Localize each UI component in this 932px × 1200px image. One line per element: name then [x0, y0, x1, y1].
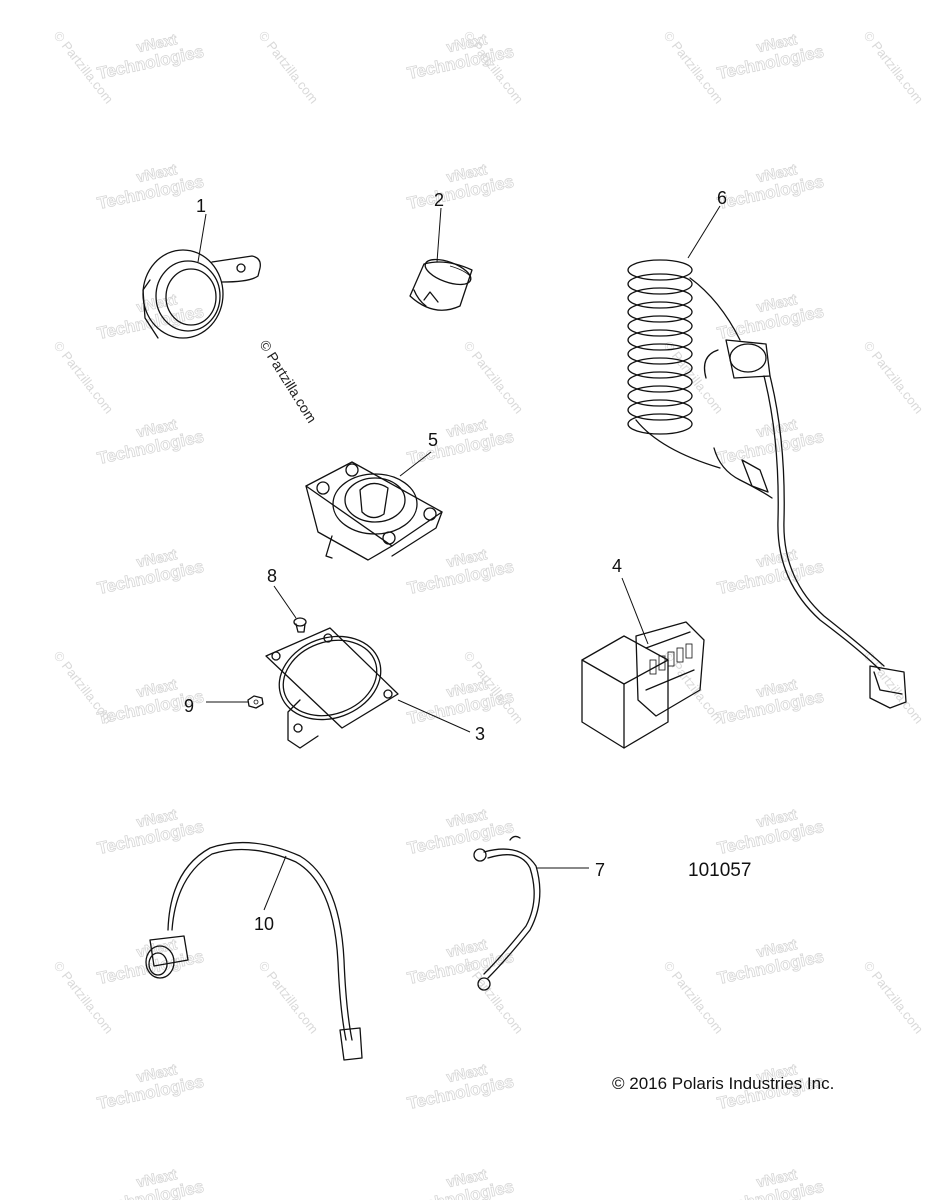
- connector-pin: [658, 655, 666, 671]
- partzilla-watermark: © Partzilla.com: [256, 28, 322, 106]
- partzilla-watermark: © Partzilla.com: [256, 958, 322, 1036]
- part-7-cable[interactable]: [473, 835, 541, 991]
- connector-pin: [685, 643, 693, 659]
- part-10-cable[interactable]: [145, 841, 363, 1061]
- callout-2: 2: [434, 190, 444, 210]
- coil-loop: [627, 287, 693, 309]
- leader-lines: [197, 205, 721, 911]
- part-3-bracket[interactable]: [265, 623, 399, 749]
- diagram-number: 101057: [688, 860, 751, 881]
- partzilla-mark: © Partzilla.com: [256, 337, 320, 425]
- callout-3: 3: [475, 724, 485, 744]
- partzilla-watermark: © Partzilla.com: [51, 338, 117, 416]
- callout-9: 9: [184, 696, 194, 716]
- callout-6: 6: [717, 188, 727, 208]
- coil-loop: [627, 329, 693, 351]
- partzilla-watermark: © Partzilla.com: [861, 28, 927, 106]
- part-9-nut[interactable]: [247, 695, 264, 709]
- partzilla-watermark: © Partzilla.com: [861, 958, 927, 1036]
- coil-loop: [627, 343, 693, 365]
- connector-pin: [649, 659, 657, 675]
- coil-loop: [627, 399, 693, 421]
- coil-loop: [627, 273, 693, 295]
- callout-5: 5: [428, 430, 438, 450]
- coil-loop: [627, 371, 693, 393]
- part-1-horn[interactable]: [142, 249, 261, 339]
- part-2-sleeve[interactable]: [409, 254, 474, 311]
- partzilla-watermark: © Partzilla.com: [51, 648, 117, 726]
- part-5-switch[interactable]: [305, 461, 443, 561]
- partzilla-watermark: © Partzilla.com: [461, 338, 527, 416]
- copyright-text: © 2016 Polaris Industries Inc.: [612, 1074, 834, 1093]
- callout-10: 10: [254, 914, 274, 934]
- connector-pin: [676, 647, 684, 663]
- callout-8: 8: [267, 566, 277, 586]
- coil-loop: [627, 315, 693, 337]
- callout-7: 7: [595, 860, 605, 880]
- callout-4: 4: [612, 556, 622, 576]
- coil-loop: [627, 357, 693, 379]
- callout-1: 1: [196, 196, 206, 216]
- coil-loop: [627, 301, 693, 323]
- partzilla-watermark: © Partzilla.com: [661, 648, 727, 726]
- connector-pin: [667, 651, 675, 667]
- part-6-coiled-cord[interactable]: [627, 259, 907, 709]
- coil-loop: [627, 413, 693, 435]
- part-4-module[interactable]: [581, 621, 705, 749]
- part-8-screw[interactable]: [293, 617, 307, 633]
- coil-loop: [627, 259, 693, 281]
- partzilla-watermark: © Partzilla.com: [861, 338, 927, 416]
- callout-labels: 1 2 3 4 5 6 7 8 9 10: [184, 188, 727, 934]
- coil-loop: [627, 385, 693, 407]
